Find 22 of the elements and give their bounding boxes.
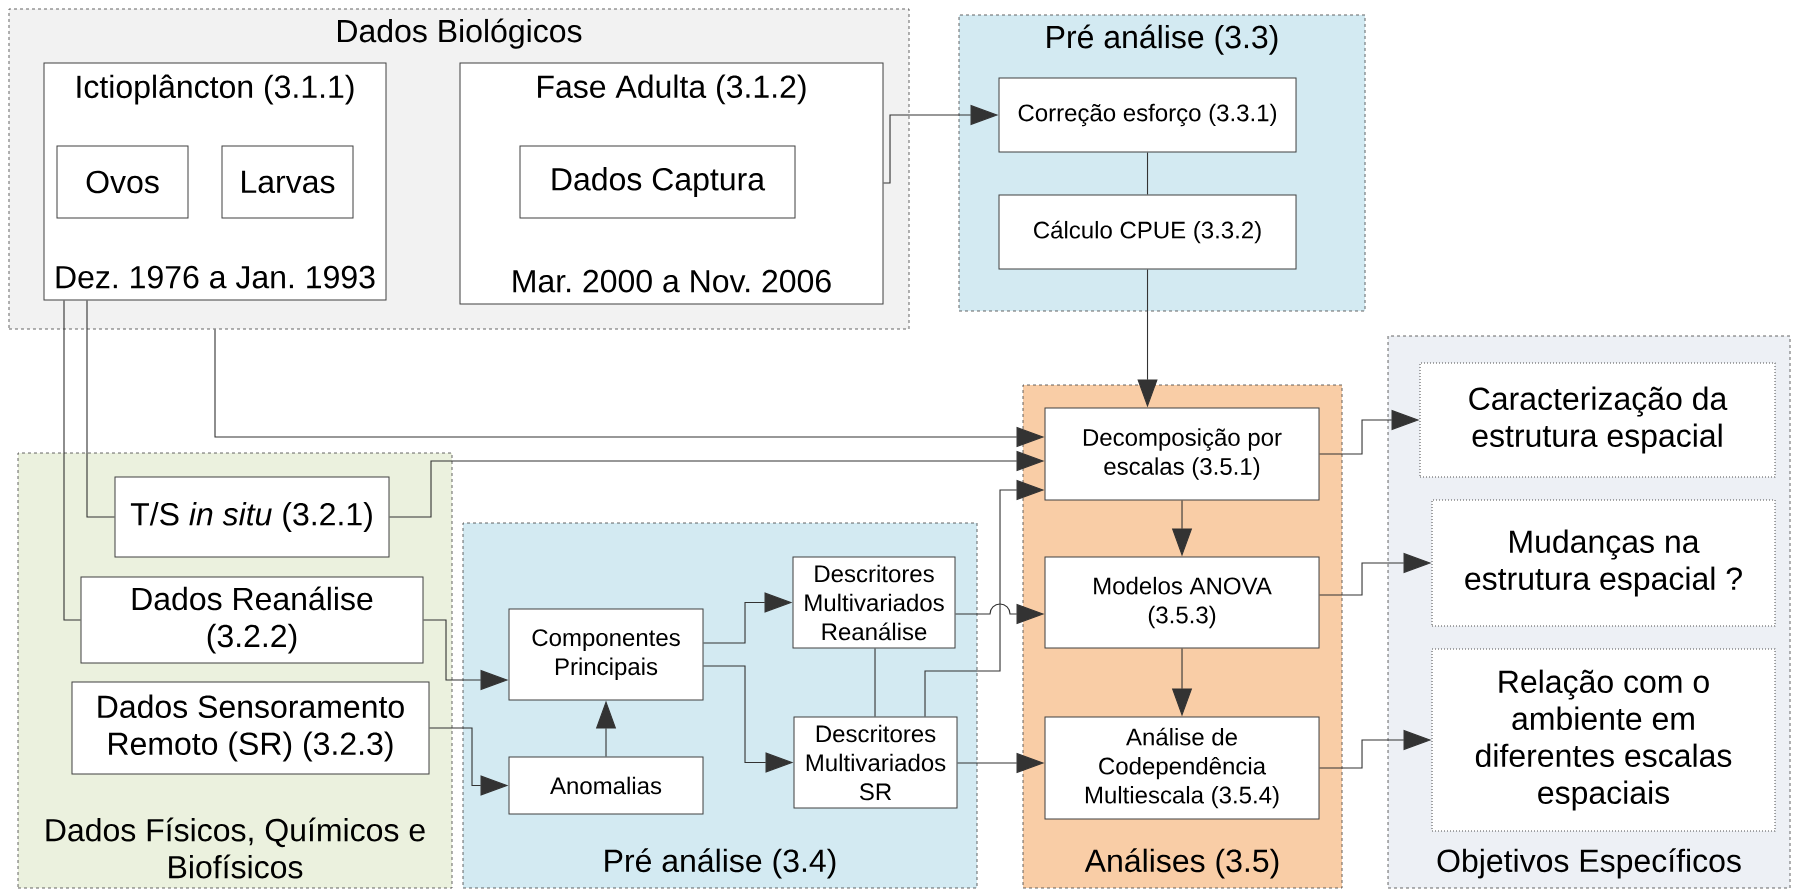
process-box: Análise de Codependência Multiescala (3.5.4) xyxy=(1044,716,1320,820)
process-box: Decomposição por escalas (3.5.1) xyxy=(1044,407,1320,501)
process-box: T/S in situ (3.2.1) xyxy=(114,476,390,558)
objective-box: Caracterização da estrutura espacial xyxy=(1419,362,1776,478)
objective-box: Mudanças na estrutura espacial ? xyxy=(1431,499,1776,627)
process-box: Cálculo CPUE (3.3.2) xyxy=(998,194,1297,270)
process-box: Modelos ANOVA (3.5.3) xyxy=(1044,556,1320,649)
objective-box: Relação com o ambiente em diferentes escalas espaciais xyxy=(1431,648,1776,832)
process-box: Correção esforço (3.3.1) xyxy=(998,77,1297,153)
connector-line xyxy=(874,647,876,718)
process-box: Dados Sensoramento Remoto (SR) (3.2.3) xyxy=(71,681,430,775)
process-box: Descritores Multivariados SR xyxy=(793,716,958,809)
process-box: Dados Reanálise (3.2.2) xyxy=(80,576,424,664)
connector-line xyxy=(63,299,82,621)
process-box: Componentes Principais xyxy=(508,608,704,701)
connector-line xyxy=(1146,151,1149,196)
process-box: Larvas xyxy=(221,145,354,219)
process-box: Dados Captura xyxy=(519,145,796,219)
process-box: Ovos xyxy=(56,145,189,219)
process-box: Descritores Multivariados Reanálise xyxy=(792,556,956,649)
connector-line xyxy=(86,299,116,518)
process-box: Anomalias xyxy=(508,756,704,815)
